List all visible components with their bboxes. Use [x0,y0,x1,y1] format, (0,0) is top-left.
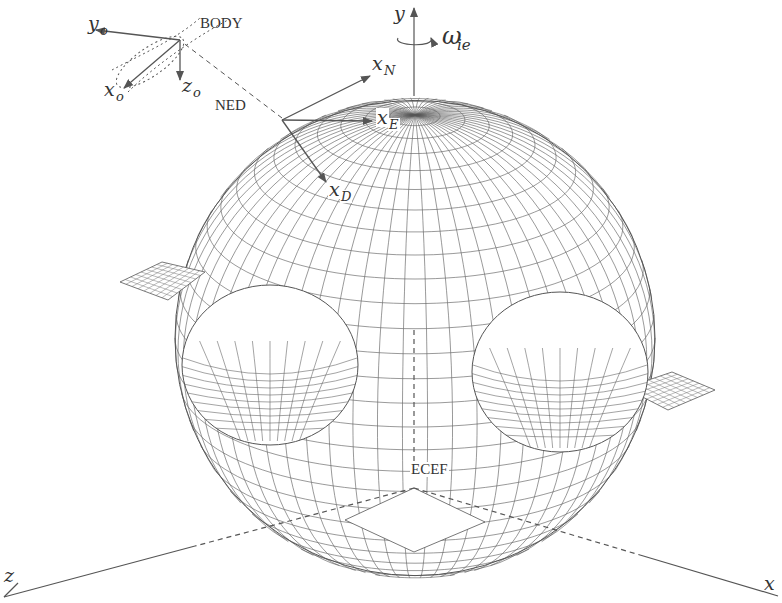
axis-label: x [104,80,115,99]
mesh-line [415,114,609,197]
mesh-line [415,110,533,129]
bowl-line [292,341,323,441]
mesh-line [221,188,609,279]
cutaway-rim [182,285,358,445]
bowl-line [299,341,340,441]
axis-label: E [388,118,400,131]
axis-label: z [182,76,192,95]
frame-name: NED [214,98,247,113]
mesh-line [415,112,550,140]
flange-line [157,265,201,276]
axis-label: ie [457,38,471,53]
ecef-axes [4,8,778,597]
bowl-line [200,341,241,441]
flange-line [652,383,699,402]
mesh-line [295,115,535,189]
axis-label: x [372,54,383,73]
flange-line [666,374,709,393]
mesh-line [415,115,652,298]
flange-line [647,381,694,399]
bowl-line [567,348,577,448]
axis-label: x [328,180,341,199]
ellipsoid-outline [175,100,655,575]
frame-name: BODY [200,16,243,31]
ellipsoid-mesh [175,98,655,578]
flange-line [162,271,200,298]
bowl-line [285,341,306,441]
flange-line [663,388,710,408]
axis-label: y [394,4,405,23]
frame-name: ECEF [410,462,449,477]
bowl-line [575,348,596,448]
mesh-line [198,115,415,235]
mesh-line [330,563,500,576]
axis-label: y [88,14,99,33]
axis-label: N [384,64,395,77]
bowl-line [235,341,256,441]
bowl-line [270,341,271,441]
bowl-line [542,348,552,448]
bowl-line [560,348,561,448]
flange-line [657,386,704,405]
bowl-line [490,348,531,448]
bowl-line [252,341,262,441]
cutaway-rim [472,292,648,452]
mesh-line [415,113,582,165]
flange-line [660,376,703,395]
mesh-line [415,100,446,115]
flange-line [156,270,194,296]
axis-label: o [100,24,108,37]
flange-line [654,378,697,398]
mesh-line [178,115,415,298]
axis-label: o [193,86,201,99]
axis-label: D [340,190,352,203]
bowl-line [217,341,248,441]
cutaway-bowls [182,285,648,552]
mesh-line [415,115,632,235]
axis-label: o [116,90,124,103]
bowl-line [525,348,546,448]
ned-frame [182,42,372,182]
axis-label: x [376,108,389,127]
bowl-line [589,348,630,448]
bowl-line [507,348,538,448]
axis-label: z [4,566,14,585]
center-plate [345,488,485,552]
bowl-line [582,348,613,448]
bowl-line [277,341,287,441]
axis-label: x [764,574,775,593]
